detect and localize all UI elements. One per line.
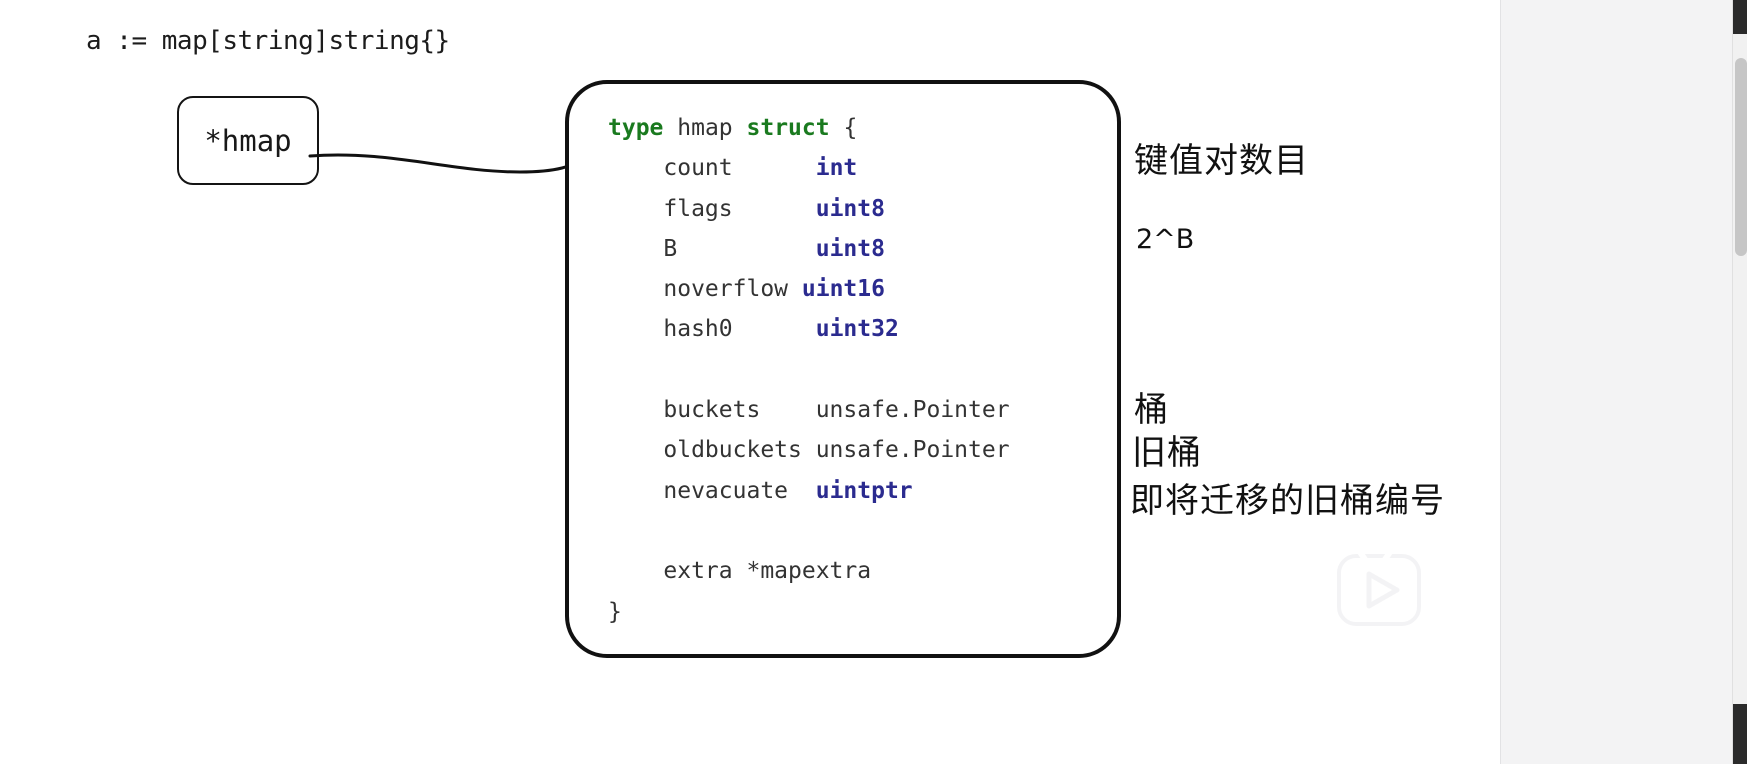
code-line: B uint8 bbox=[608, 229, 1010, 269]
code-line: noverflow uint16 bbox=[608, 269, 1010, 309]
code-token-plain: B bbox=[608, 235, 816, 262]
code-token-kw: struct bbox=[746, 115, 830, 141]
code-line bbox=[608, 511, 1010, 551]
diagram-slide: a := map[string]string{} *hmap type hmap… bbox=[86, 26, 1445, 658]
code-token-plain: extra *mapextra bbox=[608, 558, 872, 585]
annotation-buckets: 桶 bbox=[1134, 390, 1169, 430]
page-right-gutter bbox=[1500, 0, 1747, 764]
code-token-type: uint8 bbox=[815, 235, 885, 262]
annotation-nevacuate: 即将迁移的旧桶编号 bbox=[1130, 481, 1445, 521]
hmap-pointer-box: *hmap bbox=[177, 96, 319, 185]
code-token-kw: type bbox=[608, 115, 678, 141]
hmap-pointer-label: *hmap bbox=[204, 123, 292, 158]
annotation-oldbuckets: 旧桶 bbox=[1132, 433, 1202, 473]
annotation-b: 2^B bbox=[1136, 224, 1195, 255]
code-line: nevacuate uintptr bbox=[608, 471, 1010, 511]
code-token-plain: count bbox=[608, 155, 816, 182]
code-token-plain: noverflow bbox=[608, 276, 802, 303]
code-line: hash0 uint32 bbox=[608, 309, 1010, 349]
scrollbar-bottom-cap bbox=[1733, 704, 1747, 764]
code-token-plain: oldbuckets unsafe.Pointer bbox=[608, 437, 1010, 464]
code-token-type: int bbox=[815, 155, 858, 182]
code-line: oldbuckets unsafe.Pointer bbox=[608, 430, 1010, 470]
code-token-type: uint8 bbox=[815, 195, 885, 222]
code-token-punct: } bbox=[608, 598, 622, 625]
code-token-punct: { bbox=[829, 115, 858, 141]
hmap-struct-code: type hmap struct { count int flags uint8… bbox=[608, 108, 1010, 632]
code-token-ident: hmap bbox=[677, 115, 747, 141]
code-line: } bbox=[608, 592, 1010, 632]
go-map-declaration: a := map[string]string{} bbox=[86, 26, 450, 56]
code-line: type hmap struct { bbox=[608, 108, 1010, 148]
code-token-type: uint16 bbox=[801, 276, 885, 303]
arrow-pointer-icon bbox=[308, 144, 592, 174]
code-line: count int bbox=[608, 148, 1010, 188]
code-line: buckets unsafe.Pointer bbox=[608, 390, 1010, 430]
code-line: extra *mapextra bbox=[608, 551, 1010, 591]
code-token-plain: flags bbox=[608, 195, 816, 222]
code-line bbox=[608, 350, 1010, 390]
code-line: flags uint8 bbox=[608, 189, 1010, 229]
vertical-scrollbar[interactable] bbox=[1732, 0, 1747, 764]
play-icon[interactable] bbox=[1330, 547, 1428, 633]
code-token-type: uintptr bbox=[815, 477, 913, 504]
code-token-plain: hash0 bbox=[608, 316, 816, 343]
scrollbar-thumb[interactable] bbox=[1735, 58, 1747, 256]
code-token-plain: buckets unsafe.Pointer bbox=[608, 397, 1010, 424]
scrollbar-top-cap bbox=[1733, 0, 1747, 34]
code-token-plain: nevacuate bbox=[608, 477, 816, 504]
code-token-type: uint32 bbox=[815, 316, 899, 343]
hmap-struct-container bbox=[565, 80, 1121, 658]
annotation-count: 键值对数目 bbox=[1134, 141, 1309, 181]
